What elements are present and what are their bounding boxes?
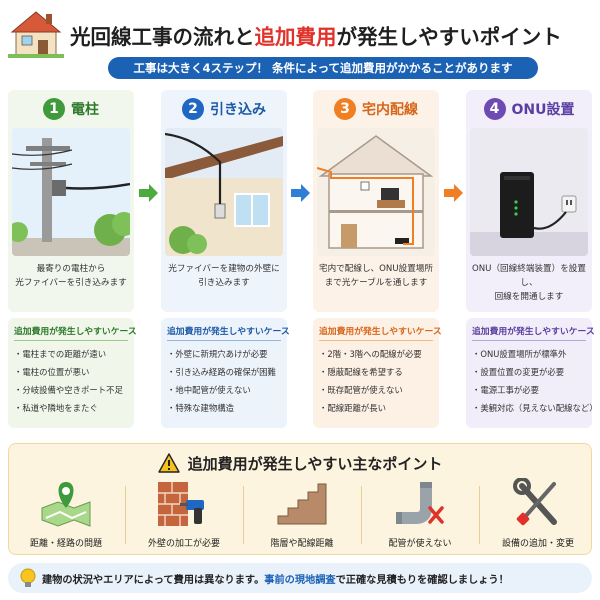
step-card-2: 2 引き込み 光ファイバーを建物の外壁に 引き込みます (161, 90, 287, 312)
cost-case-box-1: 追加費用が発生しやすいケース ・電柱までの距離が遠い ・電柱の位置が悪い ・分岐… (8, 318, 137, 428)
arrow-right-icon (291, 184, 310, 202)
case-divider (319, 340, 433, 341)
point-item-equipment: 設備の追加・変更 (483, 477, 593, 552)
house-wall-illustration (165, 128, 283, 256)
list-item: ・電柱の位置が悪い (14, 367, 90, 377)
brick-drill-icon (158, 482, 204, 526)
step-card-4: 4 ONU設置 ONU（回線終端装置）を設置し、 回線を開通します (466, 90, 592, 312)
step-header: 4 ONU設置 (466, 94, 592, 124)
point-label: 設備の追加・変更 (501, 539, 574, 549)
step-number-badge: 1 (43, 98, 65, 120)
case-list: ・外壁に新規穴あけが必要 ・引き込み経路の確保が困難 ・地中配管が使えない ・特… (167, 345, 281, 417)
case-list: ・2階・3階への配線が必要 ・隠蔽配線を希望する ・既存配管が使えない ・配線距… (319, 345, 433, 417)
step-card-3: 3 宅内配線 宅内で配線し、ONU設置場所 まで光ケーブルを通します (313, 90, 439, 312)
step-number-badge: 4 (483, 98, 506, 120)
onu-device-illustration (470, 128, 588, 256)
house-icon (8, 11, 64, 58)
step-header: 1 電柱 (8, 94, 134, 124)
step-title: 引き込み (210, 102, 266, 118)
list-item: ・ONU設置場所が標準外 (472, 349, 567, 359)
list-item: ・美観対応（見えない配線など） (472, 403, 598, 413)
warning-icon (157, 453, 180, 473)
list-item: ・特殊な建物構造 (167, 403, 234, 413)
list-item: ・地中配管が使えない (167, 385, 251, 395)
map-pin-icon (41, 482, 91, 527)
footer-note: 建物の状況やエリアによって費用は異なります。事前の現地調査で正確な見積もりを確認… (8, 563, 592, 593)
case-divider (472, 340, 586, 341)
step-header: 2 引き込み (161, 94, 287, 124)
point-label: 配管が使えない (388, 539, 452, 549)
divider (361, 486, 362, 544)
divider (243, 486, 244, 544)
point-item-wall: 外壁の加工が必要 (129, 478, 239, 552)
step-description: 最寄りの電柱から 光ファイバーを引き込みます (15, 264, 127, 288)
stairs-icon (277, 483, 327, 525)
case-title: 追加費用が発生しやすいケース (319, 327, 442, 337)
step-description: 宅内で配線し、ONU設置場所 まで光ケーブルを通します (318, 264, 433, 288)
case-title: 追加費用が発生しやすいケース (472, 327, 595, 337)
cost-case-box-4: 追加費用が発生しやすいケース ・ONU設置場所が標準外 ・設置位置の変更が必要 … (466, 318, 598, 428)
key-points-panel: 追加費用が発生しやすい主なポイント 距離・経路の問題 外壁の加工が必要 (8, 443, 592, 555)
step-title: 宅内配線 (362, 102, 418, 118)
point-label: 外壁の加工が必要 (147, 539, 220, 549)
step-description: ONU（回線終端装置）を設置し、 回線を開通します (471, 264, 586, 302)
list-item: ・設置位置の変更が必要 (472, 367, 565, 377)
step-card-1: 1 電柱 最寄りの電柱から 光ファイバーを引き込みます (8, 90, 134, 312)
list-item: ・私道や隣地をまたぐ (14, 403, 98, 413)
step-title: ONU設置 (511, 102, 575, 118)
cost-case-box-3: 追加費用が発生しやすいケース ・2階・3階への配線が必要 ・隠蔽配線を希望する … (313, 318, 442, 428)
case-title: 追加費用が発生しやすいケース (14, 327, 137, 337)
pipe-icon (396, 482, 444, 524)
case-list: ・電柱までの距離が遠い ・電柱の位置が悪い ・分岐設備や空きポート不足 ・私道や… (14, 345, 128, 417)
step-title: 電柱 (71, 102, 99, 118)
case-title: 追加費用が発生しやすいケース (167, 327, 290, 337)
list-item: ・電源工事が必要 (472, 385, 539, 395)
list-item: ・外壁に新規穴あけが必要 (167, 349, 268, 359)
page-title: 光回線工事の流れと追加費用が発生しやすいポイント (70, 25, 562, 49)
points-title: 追加費用が発生しやすい主なポイント (187, 454, 443, 473)
utility-pole-illustration (12, 128, 130, 256)
step-header: 3 宅内配線 (313, 94, 439, 124)
case-divider (14, 340, 128, 341)
list-item: ・2階・3階への配線が必要 (319, 349, 422, 359)
case-list: ・ONU設置場所が標準外 ・設置位置の変更が必要 ・電源工事が必要 ・美観対応（… (472, 345, 598, 417)
point-item-floors: 階層や配線距離 (247, 478, 357, 552)
list-item: ・引き込み経路の確保が困難 (167, 367, 276, 377)
list-item: ・隠蔽配線を希望する (319, 367, 403, 377)
arrow-right-icon (139, 184, 158, 202)
list-item: ・既存配管が使えない (319, 385, 403, 395)
header: 光回線工事の流れと追加費用が発生しやすいポイント 工事は大きく4ステップ！ 条件… (0, 0, 600, 86)
list-item: ・配線距離が長い (319, 403, 386, 413)
list-item: ・分岐設備や空きポート不足 (14, 385, 123, 395)
cost-case-box-2: 追加費用が発生しやすいケース ・外壁に新規穴あけが必要 ・引き込み経路の確保が困… (161, 318, 290, 428)
house-cutaway-illustration (317, 128, 435, 256)
step-number-badge: 3 (334, 98, 356, 120)
footer-text: 建物の状況やエリアによって費用は異なります。事前の現地調査で正確な見積もりを確認… (42, 574, 509, 586)
case-divider (167, 340, 281, 341)
step-description: 光ファイバーを建物の外壁に 引き込みます (168, 264, 280, 288)
arrow-right-icon (444, 184, 463, 202)
point-label: 距離・経路の問題 (29, 539, 102, 549)
tools-icon (513, 477, 557, 526)
lightbulb-icon (20, 568, 36, 587)
list-item: ・電柱までの距離が遠い (14, 349, 107, 359)
step-number-badge: 2 (182, 98, 204, 120)
point-item-distance: 距離・経路の問題 (11, 478, 121, 552)
divider (479, 486, 480, 544)
divider (125, 486, 126, 544)
point-item-pipe: 配管が使えない (365, 478, 475, 552)
points-header: 追加費用が発生しやすい主なポイント (9, 451, 591, 475)
point-label: 階層や配線距離 (270, 539, 334, 549)
subtitle-banner: 工事は大きく4ステップ！ 条件によって追加費用がかかることがあります (108, 57, 538, 79)
